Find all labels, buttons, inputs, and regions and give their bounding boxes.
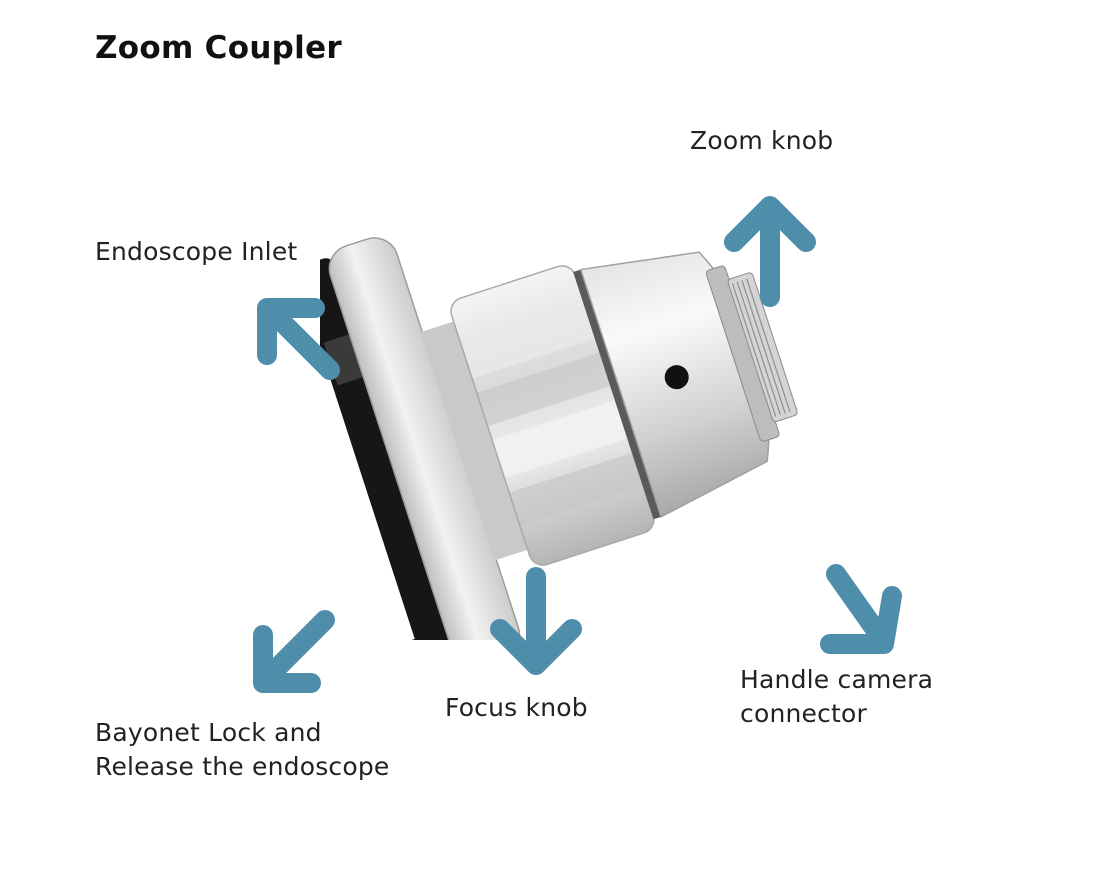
focus-knob-label: Focus knob [445,693,588,722]
arrow-down-left-icon [253,610,335,693]
arrow-down-icon [490,567,582,675]
page-title: Zoom Coupler [95,30,343,66]
bayonet-lock-label: Bayonet Lock and Release the endoscope [95,716,390,784]
zoom-coupler-image [320,237,798,640]
handle-camera-connector-line1: Handle camera [740,665,934,694]
arrow-up-icon [724,196,816,307]
zoom-knob-label: Zoom knob [690,126,834,155]
arrow-down-right-icon [820,564,902,654]
endoscope-inlet-label: Endoscope Inlet [95,237,298,266]
handle-camera-connector-line2: connector [740,699,868,728]
bayonet-lock-label-line2: Release the endoscope [95,752,390,781]
arrow-up-left-icon [257,298,340,380]
handle-camera-connector-label: Handle camera connector [740,663,933,731]
bayonet-lock-label-line1: Bayonet Lock and [95,718,322,747]
